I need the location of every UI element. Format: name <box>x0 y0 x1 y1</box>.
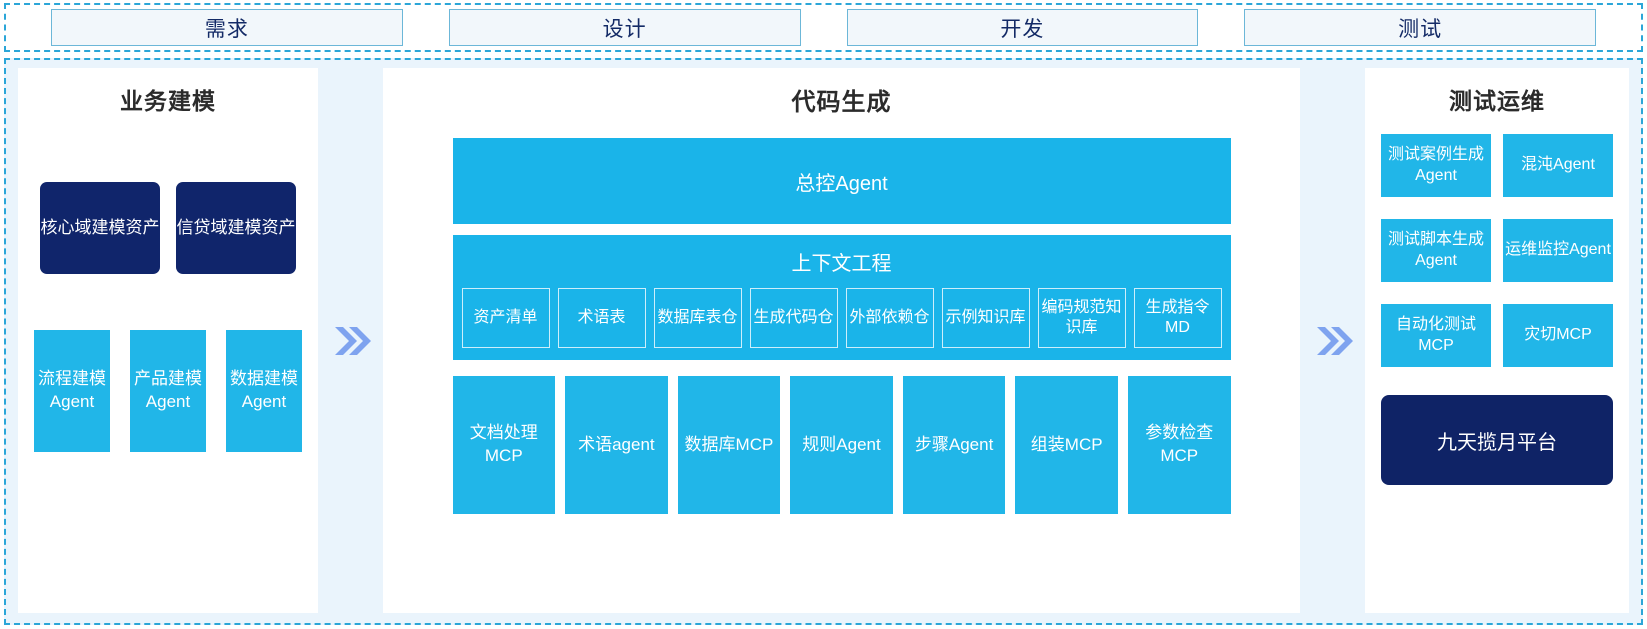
panel-code-generation: 代码生成 总控Agent 上下文工程 资产清单 术语表 数据库表仓 <box>383 68 1300 613</box>
phase-tab-label: 需求 <box>204 17 249 41</box>
platform-box-jiutian[interactable]: 九天揽月平台 <box>1381 395 1613 485</box>
panel-business-modeling: 业务建模 核心域建模资产 信贷域建模资产 流程建模Agent 产品建模Agent… <box>18 68 318 613</box>
panel-title: 测试运维 <box>1449 88 1545 114</box>
context-item-label: 数据库表仓 <box>657 309 738 326</box>
tool-label: 文档处理MCP <box>469 423 538 465</box>
tool-label: 组装MCP <box>1030 434 1103 454</box>
cell-label: 测试案例生成Agent <box>1387 145 1484 184</box>
context-item-label: 生成代码仓 <box>753 309 834 326</box>
context-item-label: 编码规范知识库 <box>1041 299 1122 336</box>
context-item-label: 生成指令MD <box>1145 299 1210 336</box>
main-diagram-area: 业务建模 核心域建模资产 信贷域建模资产 流程建模Agent 产品建模Agent… <box>4 58 1643 625</box>
context-item-label: 示例知识库 <box>945 309 1026 326</box>
cell-label: 混沌Agent <box>1521 156 1595 174</box>
context-item-asset-list[interactable]: 资产清单 <box>461 288 550 348</box>
context-item-generated-code-repo[interactable]: 生成代码仓 <box>749 288 838 348</box>
agent-data-modeling[interactable]: 数据建模Agent <box>226 330 302 452</box>
cell-label: 测试脚本生成Agent <box>1387 230 1484 269</box>
phase-tab-label: 设计 <box>602 17 647 41</box>
phase-tab-design[interactable]: 设计 <box>448 9 801 46</box>
automated-test-mcp[interactable]: 自动化测试MCP <box>1381 304 1491 367</box>
phase-tab-requirements[interactable]: 需求 <box>51 9 403 46</box>
context-engineering-block: 上下文工程 资产清单 术语表 数据库表仓 生成代码仓 外部依赖仓 <box>452 235 1231 360</box>
agent-label: 产品建模Agent <box>134 369 202 411</box>
context-item-label: 外部依赖仓 <box>849 309 930 326</box>
ops-monitoring-agent[interactable]: 运维监控Agent <box>1503 219 1613 282</box>
platform-label: 九天揽月平台 <box>1437 431 1557 454</box>
cell-label: 运维监控Agent <box>1505 241 1611 259</box>
tool-label: 规则Agent <box>802 434 881 454</box>
asset-label: 核心域建模资产 <box>40 217 160 237</box>
phase-tab-label: 开发 <box>1000 17 1045 41</box>
tool-label: 数据库MCP <box>684 434 774 454</box>
context-item-coding-standard-kb[interactable]: 编码规范知识库 <box>1037 288 1126 348</box>
panel-title: 代码生成 <box>791 89 892 116</box>
tool-parameter-check-mcp[interactable]: 参数检查MCP <box>1127 376 1231 514</box>
panel-test-operations: 测试运维 测试案例生成Agent 混沌Agent 测试脚本生成Agent 运维监… <box>1365 68 1629 613</box>
business-agent-group: 流程建模Agent 产品建模Agent 数据建模Agent <box>34 330 302 452</box>
double-chevron-right-icon <box>1300 68 1365 613</box>
panel-title: 业务建模 <box>120 88 216 114</box>
tool-label: 术语agent <box>578 434 655 454</box>
cell-label: 自动化测试MCP <box>1395 315 1476 354</box>
context-item-glossary[interactable]: 术语表 <box>557 288 646 348</box>
tool-database-mcp[interactable]: 数据库MCP <box>677 376 781 514</box>
phase-tab-testing[interactable]: 测试 <box>1244 9 1596 46</box>
phase-tab-label: 测试 <box>1398 17 1443 41</box>
tool-label: 步骤Agent <box>914 434 994 454</box>
test-ops-grid: 测试案例生成Agent 混沌Agent 测试脚本生成Agent 运维监控Agen… <box>1381 134 1613 367</box>
control-agent-bar[interactable]: 总控Agent <box>452 138 1231 224</box>
asset-credit-domain[interactable]: 信贷域建模资产 <box>176 182 296 274</box>
context-item-label: 术语表 <box>577 309 626 326</box>
disaster-recovery-mcp[interactable]: 灾切MCP <box>1503 304 1613 367</box>
context-item-external-dependency-repo[interactable]: 外部依赖仓 <box>845 288 934 348</box>
context-engineering-title: 上下文工程 <box>791 253 892 275</box>
tool-rule-agent[interactable]: 规则Agent <box>790 376 893 514</box>
control-agent-label: 总控Agent <box>795 172 888 195</box>
context-item-db-table-repo[interactable]: 数据库表仓 <box>653 288 742 348</box>
double-chevron-right-icon <box>318 68 383 613</box>
context-item-row: 资产清单 术语表 数据库表仓 生成代码仓 外部依赖仓 示例知 <box>453 288 1231 348</box>
tool-assembly-mcp[interactable]: 组装MCP <box>1015 376 1118 514</box>
agent-label: 流程建模Agent <box>38 369 106 411</box>
chaos-agent[interactable]: 混沌Agent <box>1503 134 1613 197</box>
tool-document-processing-mcp[interactable]: 文档处理MCP <box>452 376 556 514</box>
context-item-example-knowledge-base[interactable]: 示例知识库 <box>941 288 1030 348</box>
phase-strip: 需求 设计 开发 测试 <box>4 3 1643 52</box>
context-item-label: 资产清单 <box>473 309 538 326</box>
tool-glossary-agent[interactable]: 术语agent <box>565 376 668 514</box>
tool-step-agent[interactable]: 步骤Agent <box>902 376 1006 514</box>
asset-label: 信贷域建模资产 <box>176 217 296 237</box>
agent-product-modeling[interactable]: 产品建模Agent <box>130 330 206 452</box>
phase-tab-development[interactable]: 开发 <box>846 9 1199 46</box>
context-item-generation-instruction-md[interactable]: 生成指令MD <box>1133 288 1222 348</box>
asset-core-domain[interactable]: 核心域建模资产 <box>40 182 160 274</box>
test-case-generation-agent[interactable]: 测试案例生成Agent <box>1381 134 1491 197</box>
cell-label: 灾切MCP <box>1524 326 1592 344</box>
tool-label: 参数检查MCP <box>1145 423 1214 465</box>
test-script-generation-agent[interactable]: 测试脚本生成Agent <box>1381 219 1491 282</box>
tool-row: 文档处理MCP 术语agent 数据库MCP 规则Agent 步骤Agent 组… <box>452 376 1231 514</box>
business-asset-group: 核心域建模资产 信贷域建模资产 <box>40 182 296 274</box>
agent-process-modeling[interactable]: 流程建模Agent <box>34 330 110 452</box>
agent-label: 数据建模Agent <box>230 369 298 411</box>
